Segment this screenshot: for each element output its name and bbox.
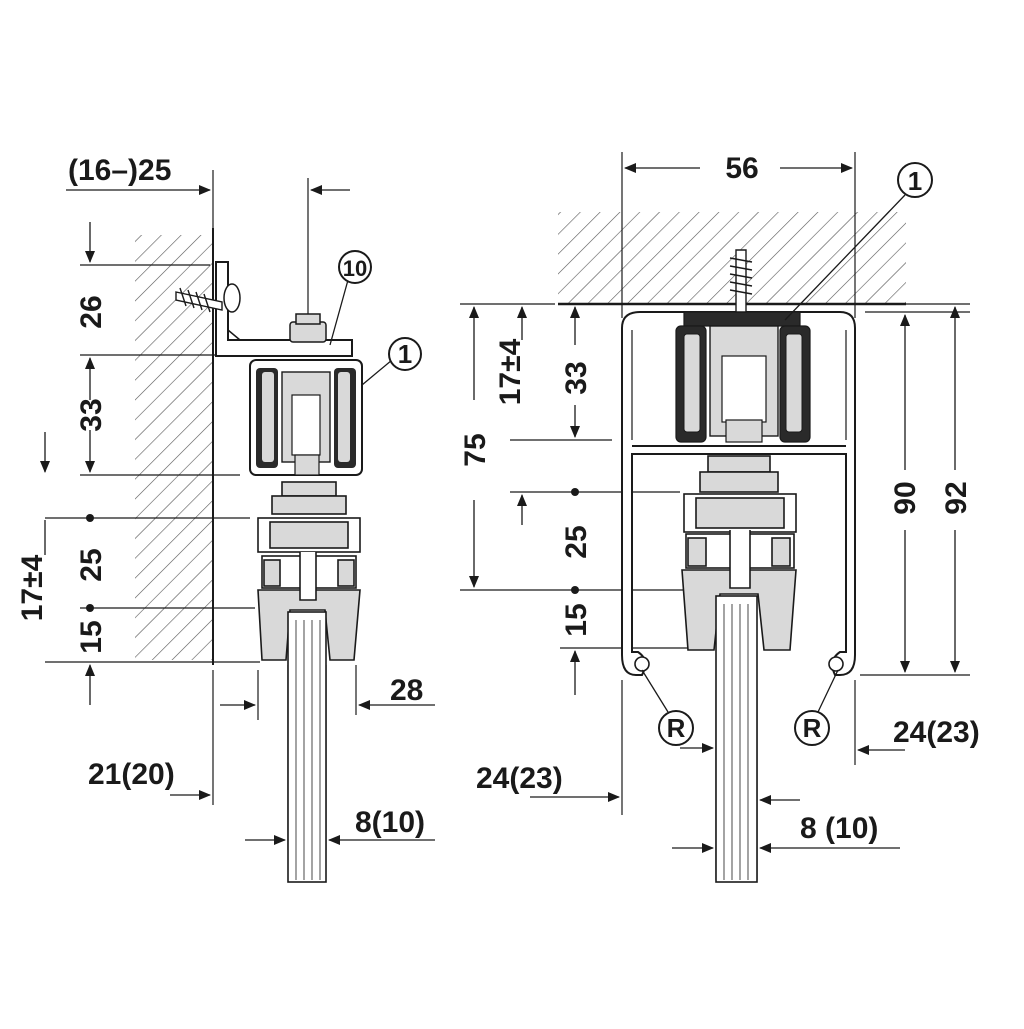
left-view: (16–)25 26 33 17±4 25 15 28 21(20) 8(10)… <box>16 154 435 883</box>
right-door-panel <box>715 595 758 883</box>
dim-21: 21(20) <box>88 758 175 791</box>
callout-label-1: 1 <box>398 339 412 369</box>
dim-17-tolerance: 17±4 <box>494 338 527 405</box>
dim-25: 25 <box>560 525 593 558</box>
right-hanger <box>681 455 797 651</box>
bracket-washer <box>223 283 241 313</box>
dim-15: 15 <box>560 603 593 636</box>
dim-24-right: 24(23) <box>893 716 980 749</box>
left-door-panel <box>287 611 327 883</box>
dim-8: 8 (10) <box>800 812 878 845</box>
mounting-bracket <box>215 261 353 357</box>
dim-17-tolerance: 17±4 <box>16 554 49 621</box>
callout-leader <box>329 279 349 346</box>
callout-label-1: 1 <box>908 166 922 196</box>
callout-label-r-left: R <box>667 713 686 743</box>
dim-point <box>571 488 579 496</box>
callout-leader <box>361 359 393 386</box>
dim-wall-depth: (16–)25 <box>68 154 171 187</box>
callout-circle-10 <box>338 250 372 284</box>
left-running-gear <box>249 359 363 476</box>
callout-circle-r-left <box>658 710 694 746</box>
ceiling-screw <box>729 249 753 313</box>
dim-56: 56 <box>725 152 758 185</box>
callout-circle-1 <box>897 162 933 198</box>
right-running-gear <box>675 311 811 443</box>
callout-label-10: 10 <box>343 256 367 281</box>
dim-point <box>86 514 94 522</box>
left-hanger <box>257 481 361 661</box>
dim-point <box>571 586 579 594</box>
callout-label-r-right: R <box>803 713 822 743</box>
dim-92: 92 <box>940 481 973 514</box>
callout-circle-r-right <box>794 710 830 746</box>
dim-33: 33 <box>75 398 108 431</box>
dim-25: 25 <box>75 548 108 581</box>
callout-leader <box>817 669 839 713</box>
dim-point <box>86 604 94 612</box>
dim-28: 28 <box>390 674 423 707</box>
dim-15: 15 <box>75 620 108 653</box>
left-dimension-lines <box>40 185 435 845</box>
wall-screw <box>175 287 223 313</box>
right-dimension-lines <box>469 163 960 853</box>
dim-26: 26 <box>75 295 108 328</box>
callout-leader <box>641 669 669 713</box>
dim-75: 75 <box>459 433 492 466</box>
right-view: 56 1 17±4 33 75 25 15 90 92 R R 24(23) 2… <box>459 152 980 883</box>
bracket-bolt <box>289 321 327 343</box>
callout-circle-1 <box>388 337 422 371</box>
dim-33: 33 <box>560 361 593 394</box>
dim-90: 90 <box>889 481 922 514</box>
callout-leader <box>784 194 906 321</box>
dim-8: 8(10) <box>355 806 425 839</box>
dim-24-left: 24(23) <box>476 762 563 795</box>
